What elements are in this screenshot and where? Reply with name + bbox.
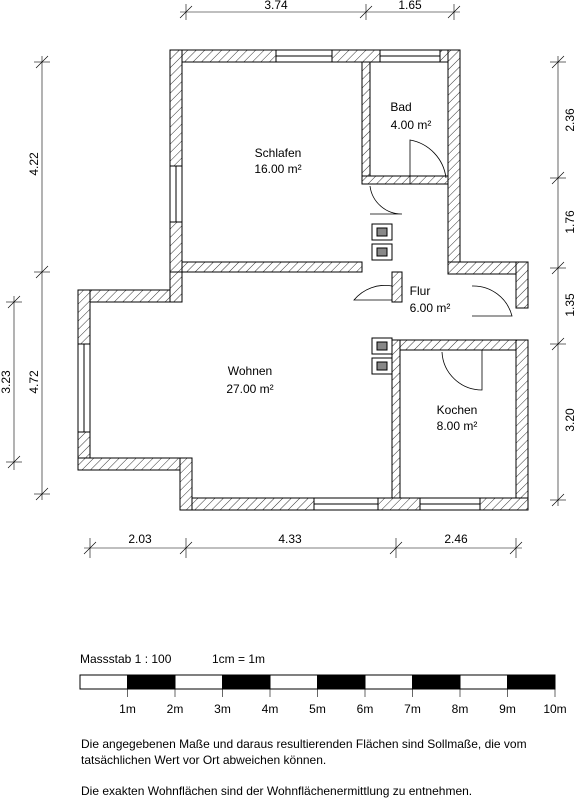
room-area-wohnen: 27.00 m²	[226, 382, 273, 396]
dim-left-inner-1: 4.22	[27, 152, 41, 176]
wall-right-bad	[447, 49, 461, 273]
dim-right-3: 1.35	[563, 293, 577, 317]
wall-bay-lower	[179, 457, 193, 511]
chimneys	[371, 223, 393, 375]
dimension-lines	[6, 4, 566, 558]
scale-segment-9	[459, 674, 508, 690]
scale-label: Massstab 1 : 100	[80, 652, 172, 666]
scale-segment-3	[174, 674, 223, 690]
scale-unit-label: 1cm = 1m	[212, 652, 265, 666]
scale-tick-label-7: 7m	[404, 702, 421, 716]
doors	[353, 139, 513, 391]
room-labels: Schlafen 16.00 m² Bad 4.00 m² Flur 6.00 …	[226, 100, 477, 433]
note-dimensions: Die angegebenen Maße und daraus resultie…	[81, 737, 527, 767]
dim-top-2: 1.65	[398, 0, 422, 12]
dim-left-inner-2: 4.72	[27, 370, 41, 394]
scale-segment-7	[364, 674, 413, 690]
scale-segment-2	[127, 674, 176, 690]
room-name-wohnen: Wohnen	[228, 364, 272, 378]
chimney-2-flue	[376, 247, 388, 257]
room-area-flur: 6.00 m²	[410, 301, 451, 315]
dim-right-1: 2.36	[563, 108, 577, 132]
scale-tick-label-5: 5m	[309, 702, 326, 716]
wall-right-kochen	[515, 339, 529, 511]
dim-top-1: 3.74	[264, 0, 288, 12]
room-name-kochen: Kochen	[437, 403, 478, 417]
room-area-schlafen: 16.00 m²	[254, 162, 301, 176]
scale-tick-label-3: 3m	[214, 702, 231, 716]
scale-tick-label-8: 8m	[452, 702, 469, 716]
wall-left-schlafen	[169, 49, 183, 279]
scale-tick-labels: 1m 2m 3m 4m 5m 6m 7m 8m 9m 10m	[119, 702, 567, 716]
chimney-3-flue	[376, 341, 388, 351]
wall-above-kochen	[391, 339, 529, 351]
door-flur-right	[471, 285, 513, 317]
room-area-kochen: 8.00 m²	[437, 419, 478, 433]
scale-tick-label-6: 6m	[357, 702, 374, 716]
scale-tick-label-2: 2m	[167, 702, 184, 716]
door-bad	[409, 139, 447, 184]
wall-right-outer	[515, 261, 529, 309]
dim-right-2: 1.76	[563, 210, 577, 234]
scale-segment-5	[269, 674, 318, 690]
scale-segment-4	[222, 674, 271, 690]
dimension-labels: 3.74 1.65 2.03 4.33 2.46 3.23 4.22 4.72 …	[0, 0, 577, 546]
scale-tick-label-9: 9m	[499, 702, 516, 716]
scale-segment-1	[79, 674, 128, 690]
scale-tick-label-10: 10m	[543, 702, 566, 716]
scale-segment-10	[507, 674, 556, 690]
chimney-4-flue	[376, 361, 388, 371]
wall-bay-upper	[169, 271, 183, 303]
scale-bar: Massstab 1 : 100 1cm = 1m 1m 2m 3m 4m 5m 6m 7m…	[79, 652, 567, 716]
windows	[77, 49, 481, 511]
dim-bottom-1: 2.03	[128, 532, 152, 546]
note-living-area: Die exakten Wohnflächen sind der Wohnflä…	[81, 784, 473, 798]
wall-bay-bottom	[77, 457, 183, 471]
scale-segment-8	[412, 674, 461, 690]
dim-right-4: 3.20	[563, 408, 577, 432]
door-wohnen	[353, 285, 393, 301]
scale-tick-label-1: 1m	[119, 702, 136, 716]
dim-left-outer: 3.23	[0, 370, 13, 394]
dim-bottom-3: 2.46	[444, 532, 468, 546]
scale-segments	[79, 674, 556, 697]
wall-wohnen-kochen	[391, 339, 401, 499]
walls	[77, 49, 529, 511]
chimney-1-flue	[376, 227, 388, 237]
scale-tick-label-4: 4m	[262, 702, 279, 716]
wall-bay-top	[77, 289, 183, 303]
wall-flur-wohnen	[391, 271, 403, 303]
door-schlafen	[369, 185, 403, 215]
wall-schlafen-wohnen	[181, 261, 363, 273]
room-name-flur: Flur	[410, 284, 431, 298]
room-name-schlafen: Schlafen	[255, 146, 302, 160]
door-kochen	[441, 350, 483, 391]
room-name-bad: Bad	[390, 100, 411, 114]
room-area-bad: 4.00 m²	[391, 118, 432, 132]
scale-segment-6	[317, 674, 366, 690]
wall-schlafen-bad	[361, 61, 371, 185]
dim-bottom-2: 4.33	[278, 532, 302, 546]
wall-below-bad	[361, 175, 449, 185]
